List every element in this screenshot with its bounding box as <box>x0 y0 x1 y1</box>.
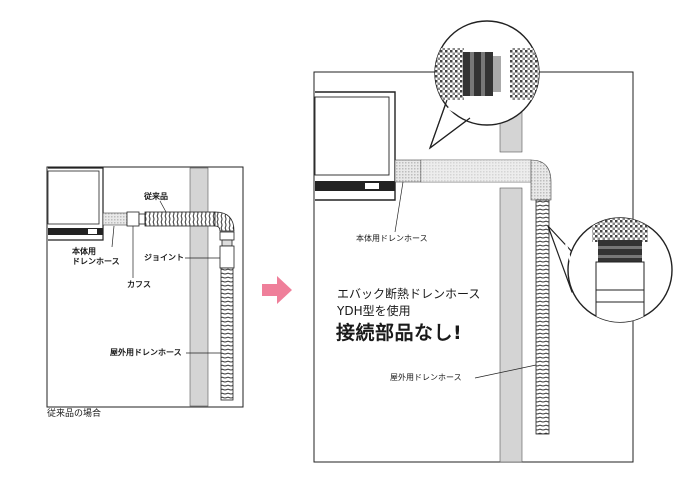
product-description-line1: エバック断熱ドレンホース <box>337 287 481 301</box>
label-old-product: 従来品 <box>144 192 168 201</box>
old-indoor-unit <box>47 167 104 241</box>
old-product-diagram <box>46 166 244 408</box>
new-leader-lines <box>394 181 537 379</box>
old-ribbed-hose <box>144 211 235 232</box>
new-insulated-hose <box>394 159 552 201</box>
label-new-body-hose: 本体用ドレンホース <box>356 234 428 243</box>
label-body-hose-line2: ドレンホース <box>72 257 120 266</box>
old-leader-lines <box>111 200 221 354</box>
headline-no-connectors: 接続部品なし! <box>336 322 463 344</box>
old-joint <box>219 231 235 269</box>
new-diagram-wall <box>499 187 523 463</box>
label-joint: ジョイント <box>144 253 184 262</box>
old-body-drain-hose <box>102 212 128 226</box>
new-indoor-unit <box>314 91 396 201</box>
product-description-line2: YDH型を使用 <box>337 304 411 318</box>
right-zoom-bubble <box>547 217 673 323</box>
old-diagram-caption: 従来品の場合 <box>47 409 102 419</box>
old-cuff <box>126 211 140 227</box>
top-zoom-bubble <box>428 20 540 150</box>
old-outdoor-drain-hose <box>220 267 234 401</box>
label-cuffs: カフス <box>127 280 151 289</box>
new-outdoor-drain-hose <box>535 199 550 435</box>
label-body-hose-line1: 本体用 <box>72 247 96 256</box>
transition-arrow <box>262 276 292 304</box>
old-diagram-wall <box>189 167 209 407</box>
label-old-outdoor-hose: 屋外用ドレンホース <box>110 348 182 357</box>
label-new-outdoor-hose: 屋外用ドレンホース <box>390 373 462 382</box>
